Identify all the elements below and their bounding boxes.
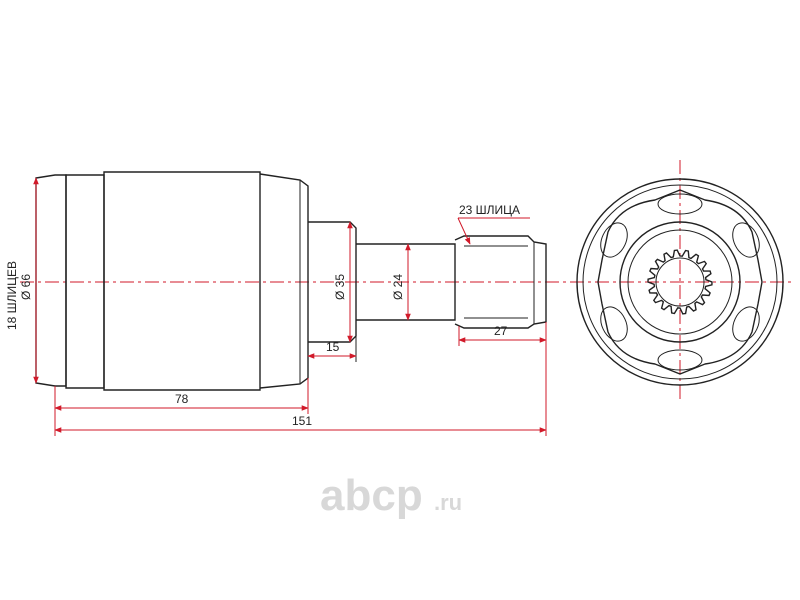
watermark-logo: abcp .ru [320,471,462,520]
outer-ring [576,178,784,386]
ball-pocket-top [657,193,703,215]
ball-cage [597,189,763,375]
shaft-neck-35 [308,221,357,343]
label-length-151: 151 [292,414,312,428]
housing-flange [35,174,67,387]
label-length-27: 27 [494,324,508,338]
watermark-tld: .ru [434,490,462,515]
ball-pocket-upper-right [732,222,760,258]
label-length-78: 78 [175,392,189,406]
label-length-15: 15 [326,340,340,354]
outer-ring-inner-edge [582,184,778,380]
leader-splines-arrow [457,217,471,245]
spline-section [454,235,547,329]
ball-pocket-lower-right [732,306,760,342]
ball-pocket-bottom [657,349,703,371]
spline-hub [647,249,713,315]
end-view [570,160,792,400]
housing-body [103,171,261,391]
housing-taper [259,173,309,389]
label-diameter-35: Ø 35 [333,274,347,300]
inner-race-edge [627,229,733,335]
ball-pocket-upper-left [600,222,628,258]
watermark-brand: abcp [320,471,423,520]
inner-race [619,221,741,343]
spline-root-circle [655,257,705,307]
label-diameter-66: Ø 66 [19,274,33,300]
side-view: Ø 66 18 ШЛИЦЕВ Ø 35 Ø 24 23 ШЛИЦА 15 27 … [5,171,570,436]
label-splines-right: 23 ШЛИЦА [459,203,520,217]
label-splines-left: 18 ШЛИЦЕВ [5,261,19,330]
ball-pocket-lower-left [600,306,628,342]
label-diameter-24: Ø 24 [391,274,405,300]
